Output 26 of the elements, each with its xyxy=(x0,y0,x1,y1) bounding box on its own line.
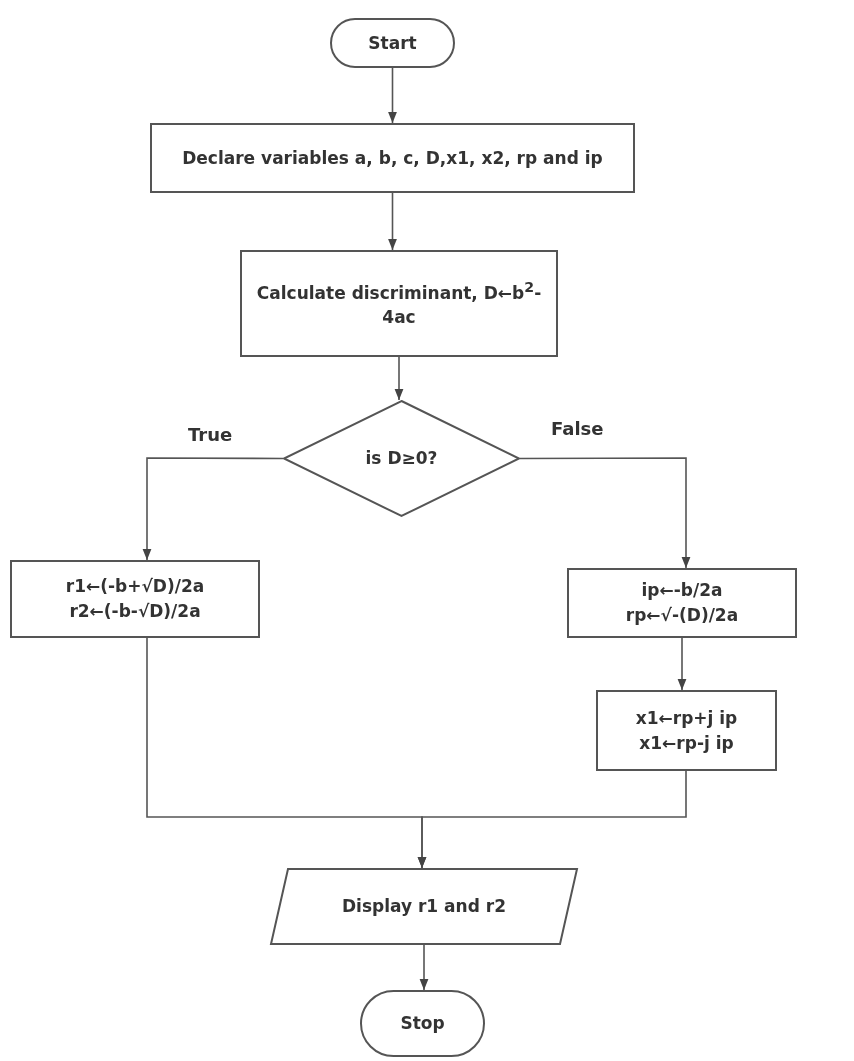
arrow xyxy=(394,356,404,401)
node-text: Stop xyxy=(400,1012,445,1036)
node-text: x1←rp-j ip xyxy=(639,731,734,755)
arrow xyxy=(388,192,397,251)
arrow xyxy=(419,944,429,991)
node-text: Display r1 and r2 xyxy=(342,895,506,919)
node-text: is D≥0? xyxy=(365,447,438,471)
arrow xyxy=(142,457,284,561)
arrow xyxy=(677,637,687,691)
node-text: Calculate discriminant, D←b$^{2}$-4ac xyxy=(255,278,543,330)
node-text: ip←-b/2a xyxy=(641,579,723,603)
node-text: rp←√-(D)/2a xyxy=(625,604,739,627)
node-text: r1←(-b+√D)/2a xyxy=(65,575,205,599)
process-box xyxy=(150,123,635,193)
node-text: r2←(-b-√D)/2a xyxy=(69,600,201,623)
process-box xyxy=(596,690,777,771)
node-text: Start xyxy=(368,31,417,55)
process-box xyxy=(10,560,260,638)
process-box xyxy=(240,250,558,357)
arrow xyxy=(519,457,691,569)
arrow xyxy=(388,67,397,124)
terminator-box xyxy=(330,18,455,68)
node-text: x1←rp+j ip xyxy=(635,706,738,730)
arrow xyxy=(417,770,687,869)
process-box xyxy=(567,568,797,638)
node-text: Declare variables a, b, c, D,x1, x2, rp and ip xyxy=(182,146,603,170)
